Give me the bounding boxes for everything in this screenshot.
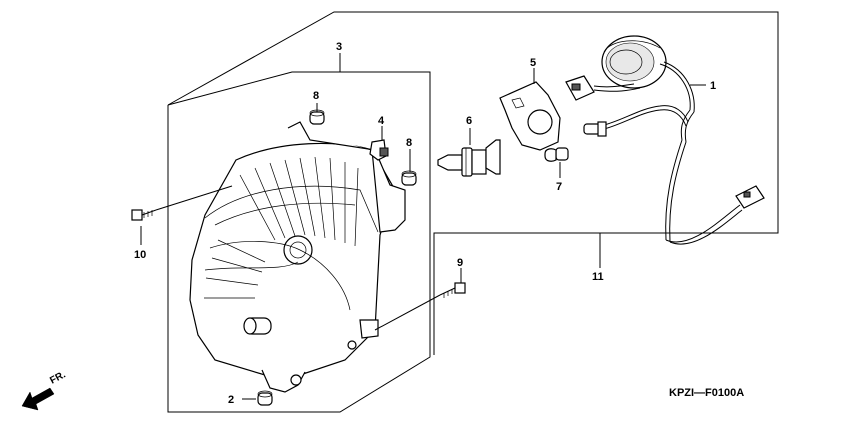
position-bulb xyxy=(544,147,569,162)
callout-11: 11 xyxy=(592,271,604,283)
assembly-11-outline xyxy=(167,11,779,355)
wire-harness xyxy=(565,35,765,245)
front-direction-label: FR. xyxy=(48,369,68,386)
callout-1: 1 xyxy=(710,80,716,92)
socket-cover xyxy=(499,81,561,151)
callout-9: 9 xyxy=(457,257,463,269)
callout-8-upper: 8 xyxy=(313,90,319,102)
callout-10: 10 xyxy=(134,249,146,261)
adjuster-clip xyxy=(369,139,389,161)
grommet-right xyxy=(401,170,417,186)
callout-5: 5 xyxy=(530,57,536,69)
callout-3: 3 xyxy=(336,41,342,53)
grommet-2 xyxy=(257,390,273,406)
front-direction-arrow xyxy=(21,387,55,411)
headlight-unit xyxy=(189,121,406,393)
screw-9 xyxy=(439,282,466,298)
callout-6: 6 xyxy=(466,115,472,127)
screw-10 xyxy=(131,209,157,221)
callout-7: 7 xyxy=(556,181,562,193)
callout-4: 4 xyxy=(378,115,385,127)
grommet-upper xyxy=(309,109,325,125)
callout-8-right: 8 xyxy=(406,137,412,149)
callout-2: 2 xyxy=(228,394,234,406)
headlight-bulb xyxy=(437,139,501,177)
diagram-code: KPZI—F0100A xyxy=(669,387,744,399)
